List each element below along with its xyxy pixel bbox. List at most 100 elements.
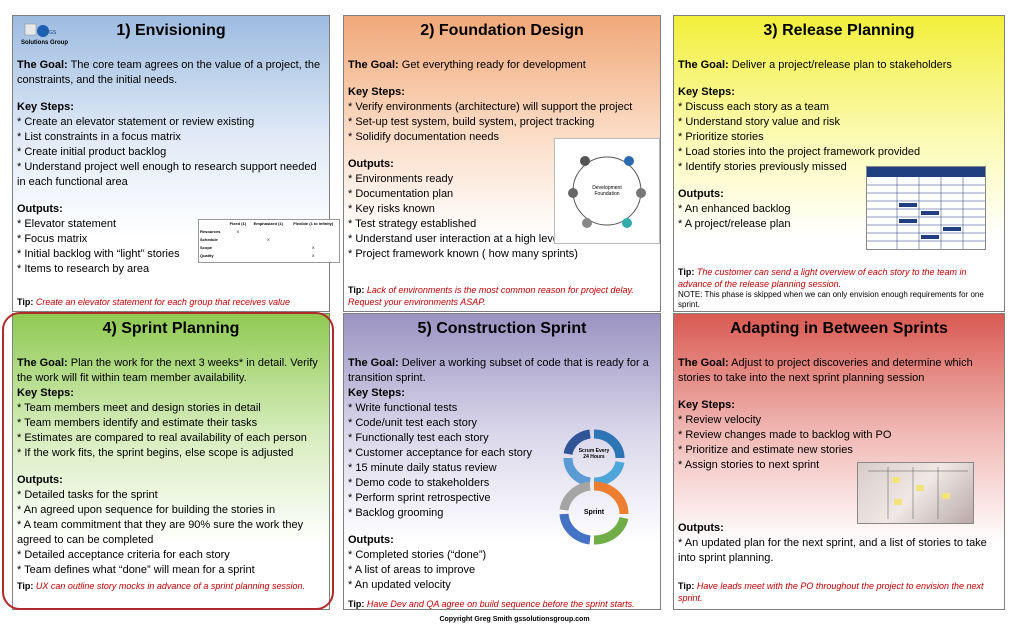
key-step: * 15 minute daily status review <box>348 462 497 474</box>
outputs-label: Outputs: <box>348 158 394 170</box>
panel-body: The Goal: Get everything ready for devel… <box>348 58 656 262</box>
foundation-design-panel: 2) Foundation Design The Goal: Get every… <box>343 15 661 312</box>
matrix-cell: Scope <box>200 245 213 250</box>
key-step: * Team members identify and estimate the… <box>17 417 258 429</box>
key-step: * Create an elevator statement or review… <box>17 116 255 128</box>
release-plan-table-image <box>866 166 986 250</box>
output-item: * Completed stories (“done”) <box>348 549 487 561</box>
sprint-planning-panel: 4) Sprint Planning The Goal: Plan the wo… <box>12 313 330 610</box>
panel-body: The Goal: Adjust to project discoveries … <box>678 356 1000 566</box>
output-item: * Documentation plan <box>348 188 454 200</box>
logo-text: Solutions Group <box>21 40 68 46</box>
focus-matrix-image: Fixed (1) Emphasized (1) Flexible (1 to … <box>198 219 340 263</box>
panel-body: The Goal: Deliver a project/release plan… <box>678 58 1000 232</box>
matrix-cell: Quality <box>200 253 214 258</box>
goal: The Goal: Get everything ready for devel… <box>348 58 656 73</box>
key-step: * Prioritize stories <box>678 131 764 143</box>
output-item: * An agreed upon sequence for building t… <box>17 504 276 516</box>
output-item: * An updated plan for the next sprint, a… <box>678 537 987 564</box>
goal-label: The Goal: <box>17 59 68 71</box>
goal-text: Adjust to project discoveries and determ… <box>678 357 973 384</box>
output-item: * Environments ready <box>348 173 454 185</box>
envisioning-panel: GS Solutions Group 1) Envisioning The Go… <box>12 15 340 312</box>
output-item: * A team commitment that they are 90% su… <box>17 519 304 546</box>
matrix-cell: X <box>311 253 315 258</box>
tip-text: UX can outline story mocks in advance of… <box>33 581 305 591</box>
key-steps-label: Key Steps: <box>678 399 735 411</box>
matrix-cell: Resources <box>200 229 221 234</box>
matrix-cell <box>249 252 287 260</box>
output-item: * Understand user interaction at a high … <box>348 233 562 245</box>
key-step: * Review velocity <box>678 414 762 426</box>
goal: The Goal: Adjust to project discoveries … <box>678 356 1000 386</box>
tip-label: Tip: <box>17 297 34 307</box>
panel-body: The Goal: The core team agrees on the va… <box>17 58 325 277</box>
key-steps-label: Key Steps: <box>17 101 74 113</box>
matrix-cell <box>249 244 287 252</box>
copyright-footer: Copyright Greg Smith gssolutionsgroup.co… <box>439 616 590 623</box>
tip: Tip: The customer can send a light overv… <box>678 266 998 290</box>
key-step: * Solidify documentation needs <box>348 131 500 143</box>
output-item: * Initial backlog with “light” stories <box>17 248 180 260</box>
output-item: * Elevator statement <box>17 218 117 230</box>
sprint-cycle-label: Sprint <box>583 509 605 516</box>
goal: The Goal: The core team agrees on the va… <box>17 58 325 88</box>
matrix-cell <box>249 228 287 236</box>
key-steps-label: Key Steps: <box>348 86 405 98</box>
matrix-cell: X <box>266 237 270 242</box>
key-steps-label: Key Steps: <box>348 387 405 399</box>
matrix-cell <box>227 236 250 244</box>
tip-text: Create an elevator statement for each gr… <box>33 297 290 307</box>
key-step: * Discuss each story as a team <box>678 101 830 113</box>
key-step: * Identify stories previously missed <box>678 161 847 173</box>
key-step: * Verify environments (architecture) wil… <box>348 101 633 113</box>
panel-title: 1) Envisioning <box>116 22 226 39</box>
note: NOTE: This phase is skipped when we can … <box>678 290 984 309</box>
sprint-cycle-diagram: Scrum Every 24 Hours Sprint <box>554 426 634 545</box>
key-step: * Create initial product backlog <box>17 146 167 158</box>
svg-text:GS: GS <box>49 30 57 36</box>
tip: Tip: UX can outline story mocks in advan… <box>17 580 323 592</box>
release-planning-panel: 3) Release Planning The Goal: Deliver a … <box>673 15 1005 312</box>
tip-label: Tip: <box>348 285 365 295</box>
goal-label: The Goal: <box>348 59 399 71</box>
tip-label: Tip: <box>678 581 695 591</box>
output-item: * Detailed acceptance criteria for each … <box>17 549 230 561</box>
output-item: * An enhanced backlog <box>678 203 791 215</box>
whiteboard-photo <box>857 462 974 524</box>
output-item: * Test strategy established <box>348 218 477 230</box>
matrix-header: Emphasized (1) <box>253 221 283 226</box>
goal-label: The Goal: <box>678 357 729 369</box>
tip-label: Tip: <box>678 267 695 277</box>
key-step: * Functionally test each story <box>348 432 489 444</box>
output-item: * Team defines what “done” will mean for… <box>17 564 255 576</box>
tip-label: Tip: <box>17 581 34 591</box>
key-step: * Understand project well enough to rese… <box>17 161 317 188</box>
foundation-cycle-diagram: Development Foundation <box>554 138 660 244</box>
key-step: * Demo code to stakeholders <box>348 477 490 489</box>
tip-text: Lack of environments is the most common … <box>348 285 634 307</box>
diagram-center-label: Development Foundation <box>592 185 622 197</box>
outputs-label: Outputs: <box>678 188 724 200</box>
key-step: * Estimates are compared to real availab… <box>17 432 307 444</box>
goal: The Goal: Plan the work for the next 3 w… <box>17 356 325 386</box>
goal-text: The core team agrees on the value of a p… <box>17 59 321 86</box>
tip-text: Have Dev and QA agree on build sequence … <box>364 599 635 609</box>
key-step: * Team members meet and design stories i… <box>17 402 261 414</box>
tip-label: Tip: <box>348 599 365 609</box>
output-item: * Project framework known ( how many spr… <box>348 248 578 260</box>
solutions-group-logo: GS Solutions Group <box>21 20 77 48</box>
key-step: * Set-up test system, build system, proj… <box>348 116 595 128</box>
panel-body: The Goal: Plan the work for the next 3 w… <box>17 356 325 578</box>
key-step: * Perform sprint retrospective <box>348 492 491 504</box>
panel-title: 5) Construction Sprint <box>417 320 587 337</box>
output-item: * A project/release plan <box>678 218 791 230</box>
goal-label: The Goal: <box>17 357 68 369</box>
panel-body: The Goal: Deliver a working subset of co… <box>348 356 656 593</box>
matrix-cell: X <box>236 229 240 234</box>
goal-label: The Goal: <box>678 59 729 71</box>
adapting-between-sprints-panel: Adapting in Between Sprints The Goal: Ad… <box>673 313 1005 610</box>
key-step: * Understand story value and risk <box>678 116 841 128</box>
goal-text: Get everything ready for development <box>398 59 586 71</box>
output-item: * A list of areas to improve <box>348 564 476 576</box>
